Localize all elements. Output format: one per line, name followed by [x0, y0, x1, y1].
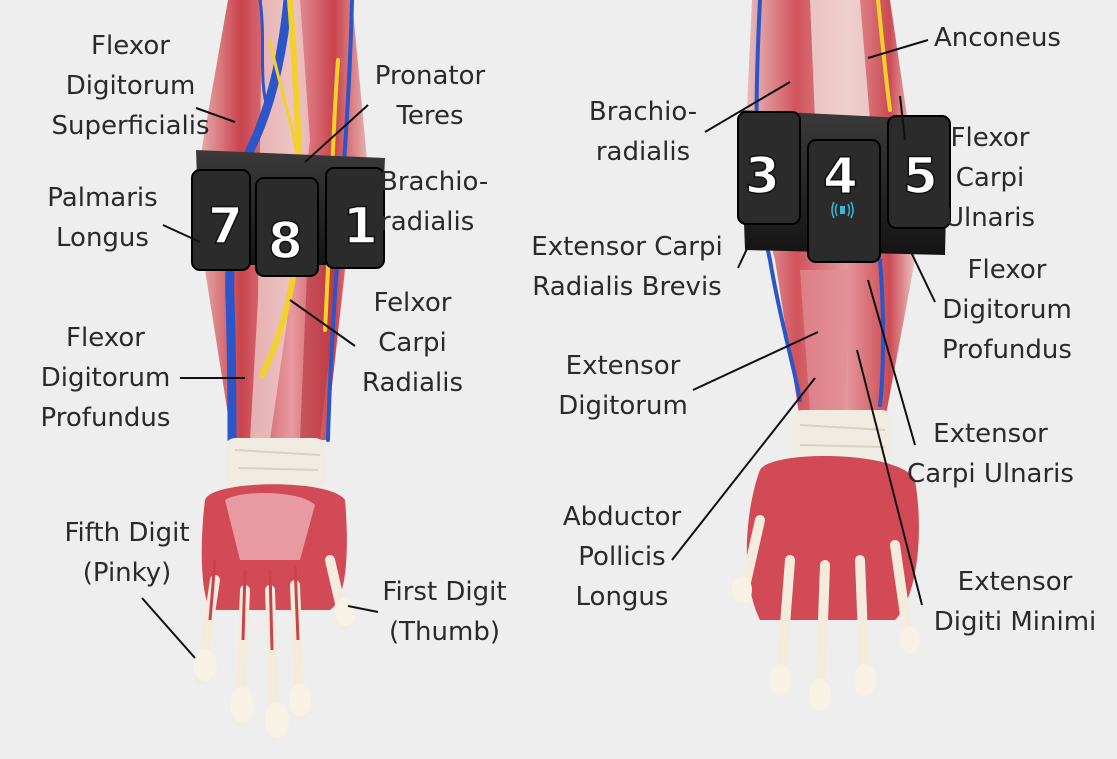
armband-pod-1: 1	[326, 168, 384, 268]
armband-pod-4: 4	[808, 140, 880, 262]
label-flexor-digitorum-superficialis: Flexor Digitorum Superficialis	[28, 26, 233, 146]
label-fifth-digit: Fifth Digit (Pinky)	[52, 513, 202, 593]
band-number-5: 5	[903, 147, 938, 205]
label-first-digit: First Digit (Thumb)	[372, 572, 517, 652]
label-extensor-carpi-ulnaris: Extensor Carpi Ulnaris	[898, 414, 1083, 494]
label-palmaris-longus: Palmaris Longus	[35, 178, 170, 258]
armband-pod-8: 8	[256, 178, 318, 276]
label-brachioradialis-right: Brachio- radialis	[583, 92, 703, 172]
band-number-8: 8	[268, 212, 303, 270]
label-abductor-pollicis-longus: Abductor Pollicis Longus	[552, 497, 692, 617]
label-flexor-carpi-ulnaris: Flexor Carpi Ulnaris	[935, 118, 1045, 238]
armband-pod-7: 7	[192, 170, 250, 270]
band-number-7: 7	[208, 197, 243, 255]
label-flexor-digitorum-profundus-right: Flexor Digitorum Profundus	[932, 250, 1082, 370]
left-wrist	[225, 438, 325, 488]
label-extensor-digiti-minimi: Extensor Digiti Minimi	[925, 562, 1105, 642]
right-armband: 3 4 5	[738, 110, 950, 262]
label-felxor-carpi-radialis: Felxor Carpi Radialis	[355, 283, 470, 403]
label-brachioradialis-left: Brachio- radialis	[380, 162, 485, 242]
armband-pod-3: 3	[738, 112, 800, 224]
left-armband: 7 8 1	[192, 150, 385, 276]
band-number-1: 1	[343, 197, 378, 255]
label-extensor-digitorum: Extensor Digitorum	[548, 346, 698, 426]
label-pronator-teres: Pronator Teres	[355, 56, 505, 136]
label-extensor-carpi-radialis-brevis: Extensor Carpi Radialis Brevis	[522, 227, 732, 307]
band-number-4: 4	[823, 147, 858, 205]
right-hand	[732, 456, 920, 711]
label-flexor-digitorum-profundus-left: Flexor Digitorum Profundus	[28, 318, 183, 438]
band-number-3: 3	[745, 147, 780, 205]
left-hand	[193, 484, 355, 738]
right-wrist	[792, 410, 892, 460]
label-anconeus: Anconeus	[934, 18, 1084, 58]
